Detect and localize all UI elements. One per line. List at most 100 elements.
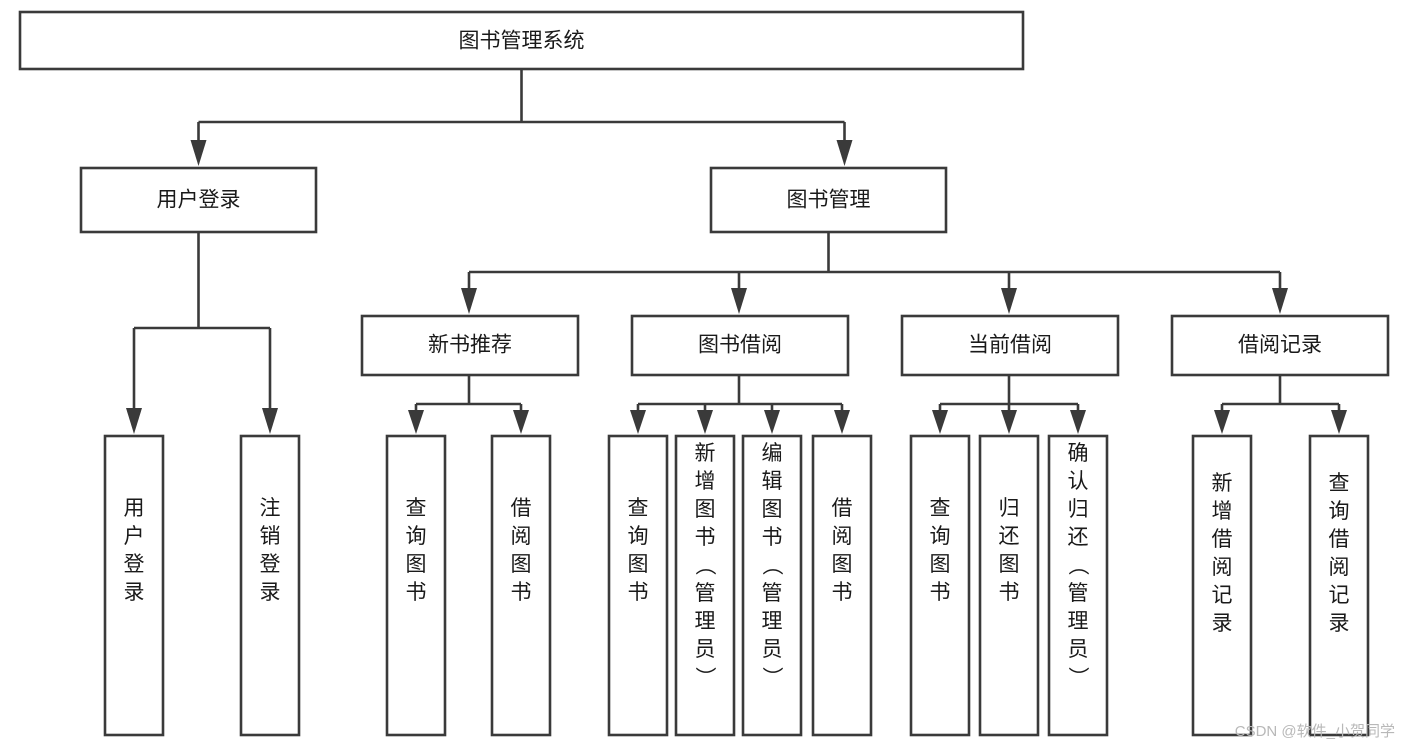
vertical-char: 查: [1329, 472, 1350, 495]
vertical-char: 用: [124, 497, 145, 520]
arrow-book-borrow-leaf-2: [697, 410, 713, 434]
csdn-watermark: CSDN @软件_小贺同学: [1234, 723, 1395, 740]
node-leaf-query-book-1-box[interactable]: [385, 434, 447, 737]
node-root-label: 图书管理系统: [459, 30, 585, 53]
vertical-char: （: [760, 555, 783, 576]
vertical-char: 管: [1068, 582, 1089, 605]
vertical-char: 销: [260, 525, 281, 548]
vertical-char: 书: [695, 526, 716, 549]
node-leaf-confirm-return-box[interactable]: [1047, 434, 1109, 737]
node-leaf-query-record-box[interactable]: [1308, 434, 1370, 737]
node-book-mgmt[interactable]: 图书管理: [709, 166, 948, 234]
vertical-char: 辑: [762, 470, 783, 493]
vertical-char: 员: [762, 638, 783, 661]
node-leaf-return-book-box[interactable]: [978, 434, 1040, 737]
arrow-book-borrow-leaf-3: [764, 410, 780, 434]
node-leaf-edit-book-box[interactable]: [741, 434, 803, 737]
vertical-char: 员: [695, 638, 716, 661]
arrow-book-mgmt-new-book-rec: [461, 288, 477, 314]
node-current-borrow[interactable]: 当前借阅: [900, 314, 1120, 377]
node-book-mgmt-box[interactable]: [709, 166, 948, 234]
vertical-char: 询: [1329, 500, 1350, 523]
node-leaf-add-record-box[interactable]: [1191, 434, 1253, 737]
vertical-char: 借: [832, 497, 853, 520]
vertical-char: 新: [1212, 472, 1233, 495]
arrow-book-borrow-leaf-1: [630, 410, 646, 434]
vertical-char: 图: [832, 553, 853, 576]
vertical-char: 归: [1068, 498, 1089, 521]
vertical-char: （: [1066, 555, 1089, 576]
node-leaf-user-login-box[interactable]: [103, 434, 165, 737]
node-book-borrow-box[interactable]: [630, 314, 850, 377]
vertical-char: 还: [1068, 526, 1089, 549]
node-borrow-record[interactable]: 借阅记录: [1170, 314, 1390, 377]
vertical-char: 员: [1068, 638, 1089, 661]
vertical-char: ）: [1066, 667, 1089, 688]
vertical-char: 理: [762, 610, 783, 633]
vertical-char: 书: [999, 581, 1020, 604]
vertical-char: 图: [511, 553, 532, 576]
vertical-char: 登: [124, 553, 145, 576]
arrow-current-borrow-leaf-3: [1070, 410, 1086, 434]
node-book-borrow[interactable]: 图书借阅: [630, 314, 850, 377]
vertical-char: 书: [930, 581, 951, 604]
arrow-book-borrow-leaf-4: [834, 410, 850, 434]
arrow-book-mgmt-current-borrow: [1001, 288, 1017, 314]
node-new-book-rec-label: 新书推荐: [428, 334, 512, 357]
vertical-char: 录: [260, 581, 281, 604]
vertical-char: 查: [628, 497, 649, 520]
node-borrow-record-label: 借阅记录: [1238, 334, 1322, 357]
node-book-borrow-label: 图书借阅: [698, 334, 782, 357]
node-leaf-query-book-3-box[interactable]: [909, 434, 971, 737]
vertical-char: 图: [628, 553, 649, 576]
vertical-char: 书: [832, 581, 853, 604]
node-leaf-add-book-box[interactable]: [674, 434, 736, 737]
vertical-char: 询: [406, 525, 427, 548]
arrow-new-book-rec-leaf-2: [513, 410, 529, 434]
node-borrow-record-box[interactable]: [1170, 314, 1390, 377]
arrow-borrow-record-leaf-1: [1214, 410, 1230, 434]
node-user-login[interactable]: 用户登录: [79, 166, 318, 234]
node-root-box[interactable]: [18, 10, 1025, 71]
arrow-current-borrow-leaf-2: [1001, 410, 1017, 434]
vertical-char: 编: [762, 442, 783, 465]
node-leaf-borrow-book-2-box[interactable]: [811, 434, 873, 737]
arrow-book-mgmt-book-borrow: [731, 288, 747, 314]
vertical-char: 管: [762, 582, 783, 605]
vertical-char: 阅: [1329, 556, 1350, 579]
node-leaf-user-login[interactable]: 用户登录: [103, 434, 165, 737]
vertical-char: ）: [760, 667, 783, 688]
node-new-book-rec[interactable]: 新书推荐: [360, 314, 580, 377]
vertical-char: 理: [695, 610, 716, 633]
vertical-char: 阅: [832, 525, 853, 548]
arrow-user-login-leaf-1: [126, 408, 142, 434]
node-leaf-user-login-label: 用户登录: [124, 497, 145, 604]
node-leaf-query-book-2-box[interactable]: [607, 434, 669, 737]
node-user-login-box[interactable]: [79, 166, 318, 234]
node-new-book-rec-box[interactable]: [360, 314, 580, 377]
node-current-borrow-box[interactable]: [900, 314, 1120, 377]
node-root[interactable]: 图书管理系统: [18, 10, 1025, 71]
vertical-char: 询: [930, 525, 951, 548]
node-leaf-borrow-book-1-box[interactable]: [490, 434, 552, 737]
vertical-char: 图: [695, 498, 716, 521]
node-leaf-logout-box[interactable]: [239, 434, 301, 737]
